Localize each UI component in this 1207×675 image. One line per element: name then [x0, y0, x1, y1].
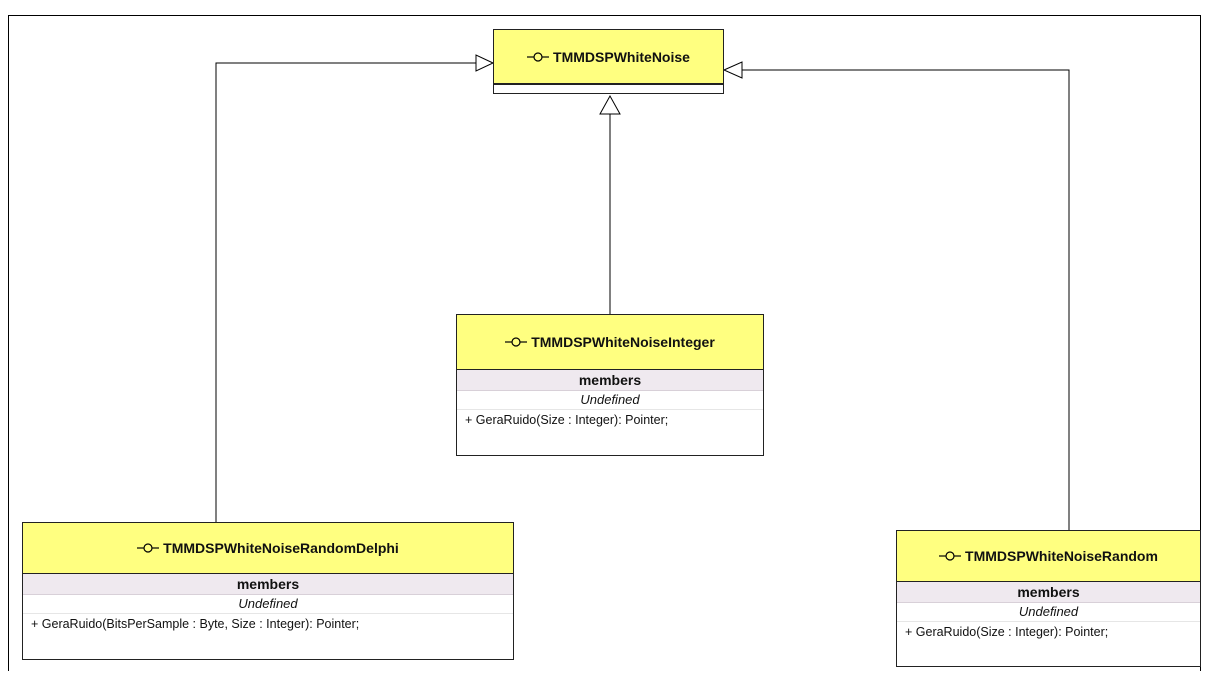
class-empty-section	[494, 84, 723, 93]
undefined-label: Undefined	[897, 603, 1200, 622]
class-tmmdspwhitenoiseinteger[interactable]: TMMDSPWhiteNoiseInteger members Undefine…	[456, 314, 764, 456]
class-name: TMMDSPWhiteNoiseRandomDelphi	[163, 540, 399, 556]
undefined-label: Undefined	[23, 595, 513, 614]
class-header: TMMDSPWhiteNoiseRandom	[897, 531, 1200, 582]
class-tmmdspwhitenoiserandomdelphi[interactable]: TMMDSPWhiteNoiseRandomDelphi members Und…	[22, 522, 514, 660]
class-name: TMMDSPWhiteNoiseInteger	[531, 334, 715, 350]
class-header: TMMDSPWhiteNoiseInteger	[457, 315, 763, 370]
class-icon	[939, 551, 962, 561]
class-icon	[527, 51, 550, 62]
class-name: TMMDSPWhiteNoiseRandom	[965, 548, 1158, 564]
edge-random-delphi-arrowhead	[475, 54, 495, 72]
class-header: TMMDSPWhiteNoise	[494, 30, 723, 84]
diagram-frame	[8, 15, 1201, 671]
edge-random-to-root	[742, 69, 1070, 530]
edge-integer-arrowhead	[599, 94, 621, 115]
undefined-label: Undefined	[457, 391, 763, 410]
operation: + GeraRuido(BitsPerSample : Byte, Size :…	[31, 617, 360, 631]
edge-random-arrowhead	[722, 61, 743, 79]
members-section: members	[897, 582, 1200, 603]
class-tmmdspwhitenoiserandom[interactable]: TMMDSPWhiteNoiseRandom members Undefined…	[896, 530, 1201, 667]
class-header: TMMDSPWhiteNoiseRandomDelphi	[23, 523, 513, 574]
class-icon	[137, 543, 160, 553]
edge-random-delphi-to-root	[215, 62, 476, 522]
class-icon	[505, 337, 528, 347]
members-section: members	[23, 574, 513, 595]
operation: + GeraRuido(Size : Integer): Pointer;	[465, 413, 669, 427]
members-section: members	[457, 370, 763, 391]
class-tmmdspwhitenoise[interactable]: TMMDSPWhiteNoise	[493, 29, 724, 94]
operation: + GeraRuido(Size : Integer): Pointer;	[905, 625, 1109, 639]
class-name: TMMDSPWhiteNoise	[553, 48, 690, 65]
